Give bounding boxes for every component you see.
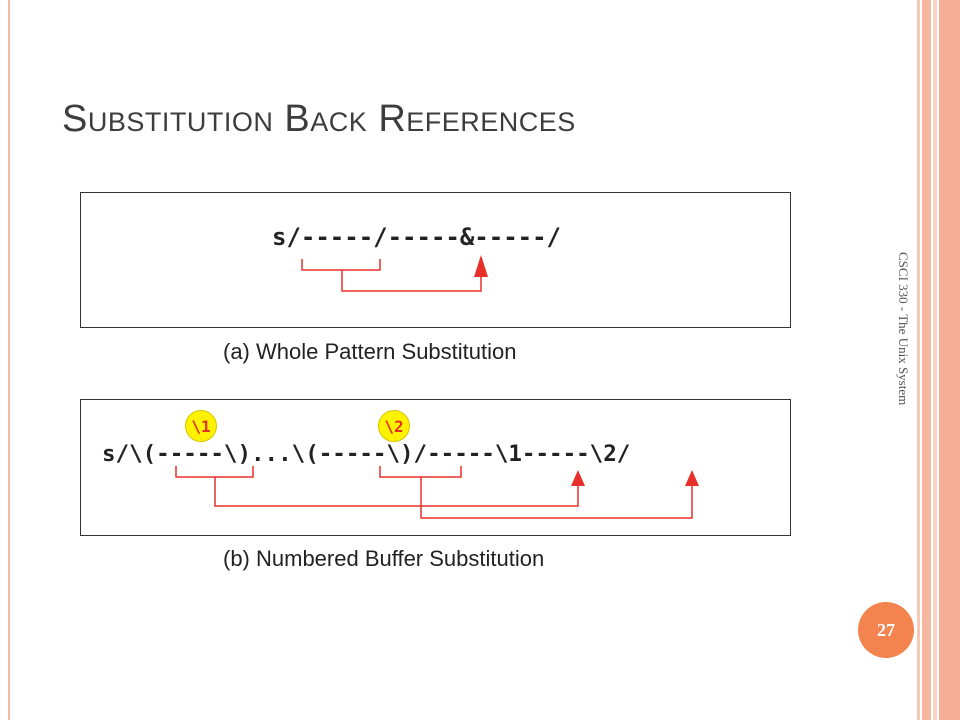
backref-2-arrow	[685, 470, 699, 486]
whole-pattern-panel: s/-----/-----&-----/	[80, 192, 791, 328]
numbered-buffer-panel: \1 \2 s/\(-----\)...\(-----\)/-----\1---…	[80, 399, 791, 536]
pattern-link-line	[341, 270, 482, 292]
right-decorative-bar	[917, 0, 920, 720]
pattern-bracket	[301, 259, 381, 271]
numbered-buffer-command: s/\(-----\)...\(-----\)/-----\1-----\2/	[102, 441, 631, 467]
whole-pattern-connector	[301, 255, 488, 292]
left-decorative-rule	[8, 0, 10, 720]
buffer-2-badge: \2	[378, 410, 410, 442]
group-1-bracket	[175, 466, 254, 478]
right-decorative-bar	[939, 0, 960, 720]
backref-1-arrow	[571, 470, 585, 486]
buffer-1-badge: \1	[185, 410, 217, 442]
course-label: CSCI 330 - The Unix System	[896, 252, 911, 406]
ampersand-arrow	[474, 255, 488, 277]
numbered-buffer-caption: (b) Numbered Buffer Substitution	[223, 546, 545, 571]
slide-title: Substitution Back References	[62, 98, 576, 140]
whole-pattern-command: s/-----/-----&-----/	[272, 223, 561, 251]
group-1-link-line	[214, 477, 579, 507]
group-2-bracket	[379, 466, 462, 478]
right-decorative-bar	[933, 0, 937, 720]
numbered-buffer-connectors	[175, 466, 699, 519]
group-2-link-line	[420, 477, 693, 519]
whole-pattern-caption: (a) Whole Pattern Substitution	[223, 339, 517, 364]
page-number-badge: 27	[858, 602, 914, 658]
right-decorative-bar	[922, 0, 931, 720]
